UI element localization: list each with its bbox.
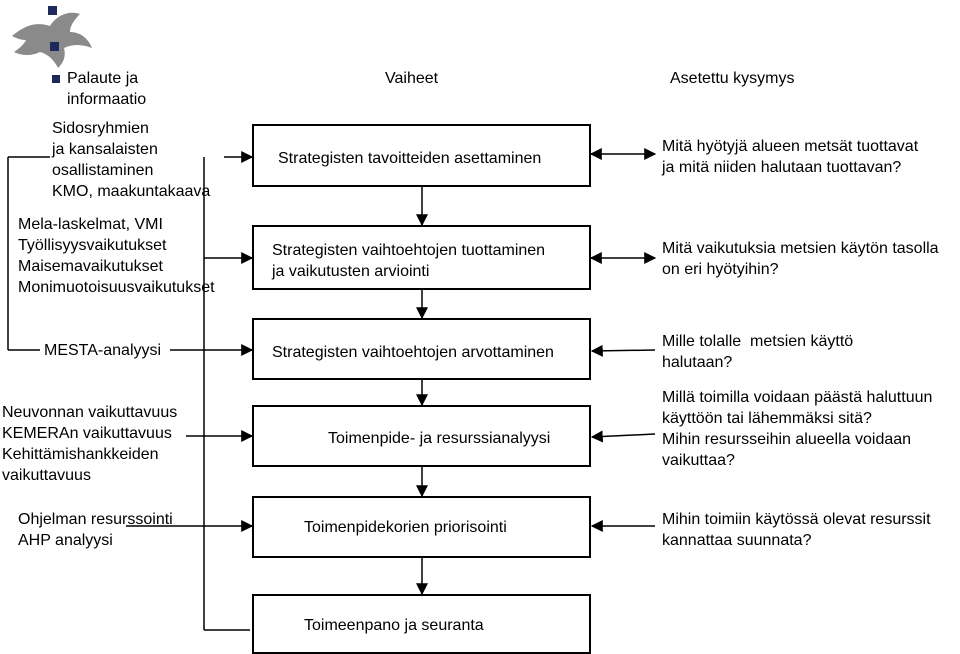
phase-label-goals: Strategisten tavoitteiden asettaminen [278,150,542,167]
phase-box-implementation: Toimeenpano ja seuranta [252,594,591,654]
phase-label-resources: Toimenpide- ja resurssianalyysi [328,430,551,447]
phase-box-goals: Strategisten tavoitteiden asettaminen [252,124,591,187]
question-2: Mitä vaikutuksia metsien käytön tasolla … [662,240,939,278]
phase-box-alternatives: Strategisten vaihtoehtojen tuottaminen j… [252,225,591,290]
question-1: Mitä hyötyjä alueen metsät tuottavat ja … [662,138,919,176]
header-question: Asetettu kysymys [670,70,795,87]
left-stakeholders: Sidosryhmien ja kansalaisten osallistami… [52,120,211,200]
left-mesta: MESTA-analyysi [44,342,162,359]
bullet-icon [52,75,60,83]
question-4: Millä toimilla voidaan päästä haluttuun … [662,389,933,469]
header-phases: Vaiheet [385,70,439,87]
phase-label-alternatives: Strategisten vaihtoehtojen tuottaminen j… [272,242,546,280]
phase-label-valuation: Strategisten vaihtoehtojen arvottaminen [272,344,554,361]
phase-label-prioritization: Toimenpidekorien priorisointi [304,519,507,536]
header-feedback: Palaute ja informaatio [67,70,147,108]
phase-box-prioritization: Toimenpidekorien priorisointi [252,496,591,558]
question-5: Mihin toimiin käytössä olevat resurssit … [662,511,931,549]
left-models: Mela-laskelmat, VMI Työllisyysvaikutukse… [18,216,215,296]
phase-box-valuation: Strategisten vaihtoehtojen arvottaminen [252,318,591,380]
phase-box-resources: Toimenpide- ja resurssianalyysi [252,405,591,467]
left-impacts: Neuvonnan vaikuttavuus KEMERAn vaikuttav… [2,404,178,484]
left-program: Ohjelman resurssointi AHP analyysi [18,511,173,549]
question-3: Mille tolalle metsien käyttö halutaan? [662,333,854,371]
phase-label-implementation: Toimeenpano ja seuranta [304,617,484,634]
logo [8,2,98,70]
